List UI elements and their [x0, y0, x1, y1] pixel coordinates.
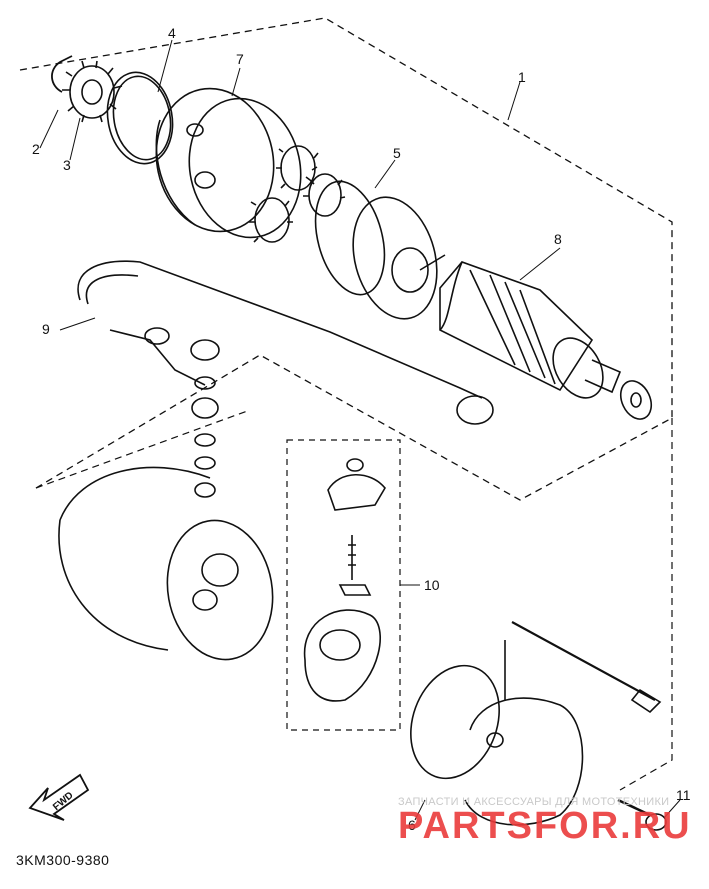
armature [419, 254, 622, 399]
planetary-gears [249, 145, 346, 243]
callout-6: 6 [408, 817, 416, 833]
o-ring-front [106, 71, 174, 165]
nut-washer-stack [190, 339, 220, 498]
callout-11: 11 [676, 787, 691, 803]
rear-cover [464, 640, 584, 826]
o-ring-rear [410, 664, 500, 780]
callout-1: 1 [518, 69, 526, 85]
callout-7: 7 [236, 51, 244, 67]
front-cover [155, 87, 302, 239]
brush-holder [303, 458, 386, 702]
watermark-brand: PARTSFOR.RU [398, 805, 692, 847]
armature-outline [35, 409, 251, 489]
callout-9: 9 [42, 321, 50, 337]
callout-10: 10 [424, 577, 440, 593]
callout-8: 8 [554, 231, 562, 247]
callout-4: 4 [168, 25, 176, 41]
callout-5: 5 [393, 145, 401, 161]
watermark-tagline: ЗАПЧАСТИ И АКСЕССУАРЫ ДЛЯ МОТОТЕХНИКИ [398, 796, 670, 808]
callout-2: 2 [32, 141, 40, 157]
o-ring-middle [314, 180, 386, 296]
fwd-arrow [28, 773, 90, 821]
yoke [58, 466, 274, 661]
lead-wire [77, 260, 494, 425]
circlip [51, 55, 73, 93]
bolt-11 [617, 798, 651, 817]
gear-plate [352, 196, 438, 320]
through-bolt [511, 621, 656, 701]
diagram-code: 3KM300-9380 [16, 852, 110, 868]
armature-washer [619, 380, 653, 420]
callout-3: 3 [63, 157, 71, 173]
